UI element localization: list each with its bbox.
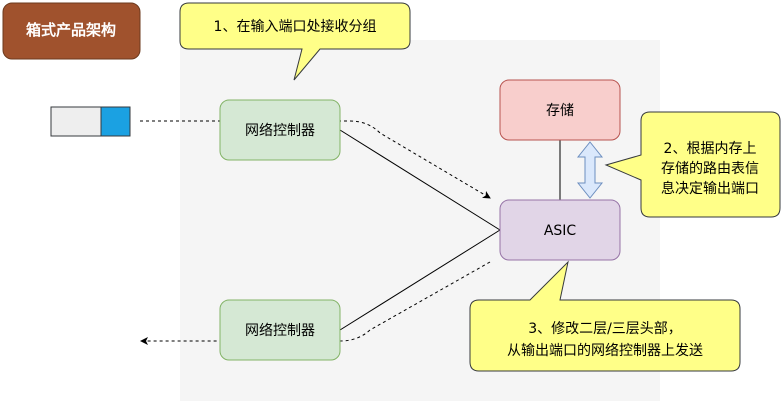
callout-step3-line2: 从输出端口的网络控制器上发送: [507, 343, 703, 359]
title-label: 箱式产品架构: [26, 21, 116, 39]
inbound-packet-path: [140, 120, 491, 199]
callout-step2-line1: 2、根据内存上: [664, 141, 757, 157]
network-controller-top-label: 网络控制器: [245, 123, 315, 139]
network-controller-bottom-label: 网络控制器: [245, 323, 315, 339]
storage-label: 存储: [546, 103, 574, 119]
callout-step1: 1、在输入端口处接收分组: [179, 2, 411, 81]
link-controller-top-asic: [339, 129, 501, 231]
network-controller-top: 网络控制器: [219, 99, 341, 161]
asic-label: ASIC: [544, 223, 577, 239]
storage-node: 存储: [499, 79, 621, 141]
network-controller-bottom: 网络控制器: [219, 299, 341, 361]
title-box: 箱式产品架构: [2, 2, 141, 60]
callout-step3: 3、修改二层/三层头部， 从输出端口的网络控制器上发送: [469, 260, 741, 372]
callout-step1-text: 1、在输入端口处接收分组: [214, 18, 377, 35]
memory-lookup-double-arrow: [576, 141, 604, 199]
asic-node: ASIC: [499, 199, 621, 261]
callout-step3-line1: 3、修改二层/三层头部，: [528, 321, 682, 337]
callout-step2-line2: 存储的路由表信: [661, 161, 759, 177]
callout-step2: 2、根据内存上 存储的路由表信 息决定输出端口: [604, 111, 781, 218]
link-controller-bottom-asic: [339, 229, 501, 331]
packet-header-segment: [100, 106, 131, 137]
packet-icon: [50, 106, 131, 137]
callout-step2-line3: 息决定输出端口: [661, 180, 759, 197]
